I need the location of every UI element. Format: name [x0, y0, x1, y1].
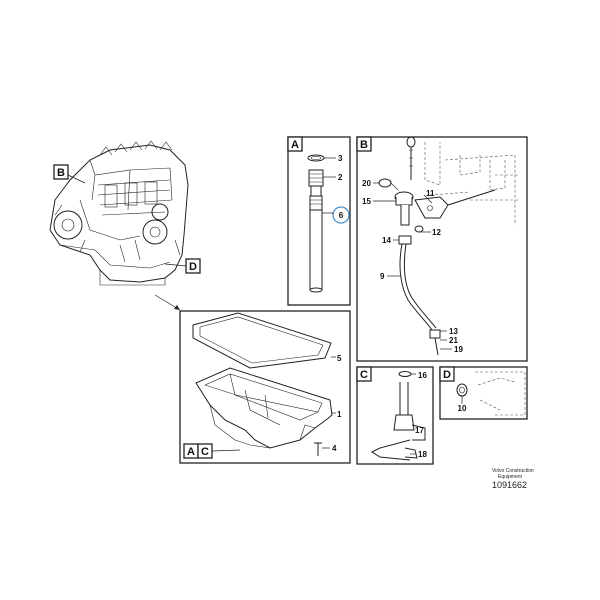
view-a-letter: A: [291, 139, 299, 151]
engine-callout-b-leader: [67, 174, 86, 184]
callout-16: 16: [418, 371, 427, 380]
view-c-letter: C: [360, 369, 368, 381]
callout-21: 21: [449, 336, 458, 345]
callout-10: 10: [458, 404, 467, 413]
engine-callout-d: D: [189, 261, 197, 273]
view-a-label-box: [287, 136, 303, 152]
seal-housing: [456, 371, 526, 416]
oil-pan-gasket: [192, 312, 332, 369]
callout-6: 6: [339, 211, 344, 220]
callout-19: 19: [454, 345, 463, 354]
engine-illustration: [49, 140, 189, 286]
leader-11: [423, 194, 433, 204]
callout-2: 2: [338, 173, 343, 182]
callout-9: 9: [380, 272, 385, 281]
drain-bolt: [314, 442, 322, 456]
callout-14: 14: [382, 236, 391, 245]
engine-block-background: [424, 142, 520, 225]
callout-3: 3: [338, 154, 343, 163]
oil-suction-pipe: [370, 371, 426, 461]
oil-pan-letter-leader: [211, 449, 241, 452]
view-b-letter: B: [360, 139, 368, 151]
view-c-panel: [356, 366, 434, 465]
callout-4: 4: [332, 444, 337, 453]
picture-number: 1091662: [492, 480, 527, 490]
callout-17: 17: [415, 426, 424, 435]
view-c-label-box: [356, 366, 372, 382]
view-b-label-box: [356, 136, 372, 152]
dipstick-tube-assembly: [307, 154, 325, 293]
view-b-panel: [356, 136, 528, 362]
view-d-letter: D: [443, 369, 451, 381]
callout-15: 15: [362, 197, 371, 206]
oil-pan-letter-a: A: [187, 446, 195, 458]
engine-callout-b: B: [57, 167, 65, 179]
view-a-panel: [287, 136, 351, 306]
callout-11: 11: [426, 189, 435, 198]
dipstick-assembly: [378, 136, 496, 356]
callout-20: 20: [362, 179, 371, 188]
view-d-label-box: [439, 366, 455, 382]
callout-5: 5: [337, 354, 342, 363]
callout-18: 18: [418, 450, 427, 459]
oil-pan: [195, 367, 333, 449]
callout-12: 12: [432, 228, 441, 237]
callout-13: 13: [449, 327, 458, 336]
engine-callout-d-leader: [164, 263, 187, 267]
source-line1: Volvo Construction: [492, 468, 534, 474]
callout-1: 1: [337, 410, 342, 419]
engine-callout-b-box: [53, 164, 69, 180]
source-line2: Equipment: [498, 474, 523, 480]
oil-pan-letter-c: C: [201, 446, 209, 458]
highlight-circle: [332, 206, 350, 224]
